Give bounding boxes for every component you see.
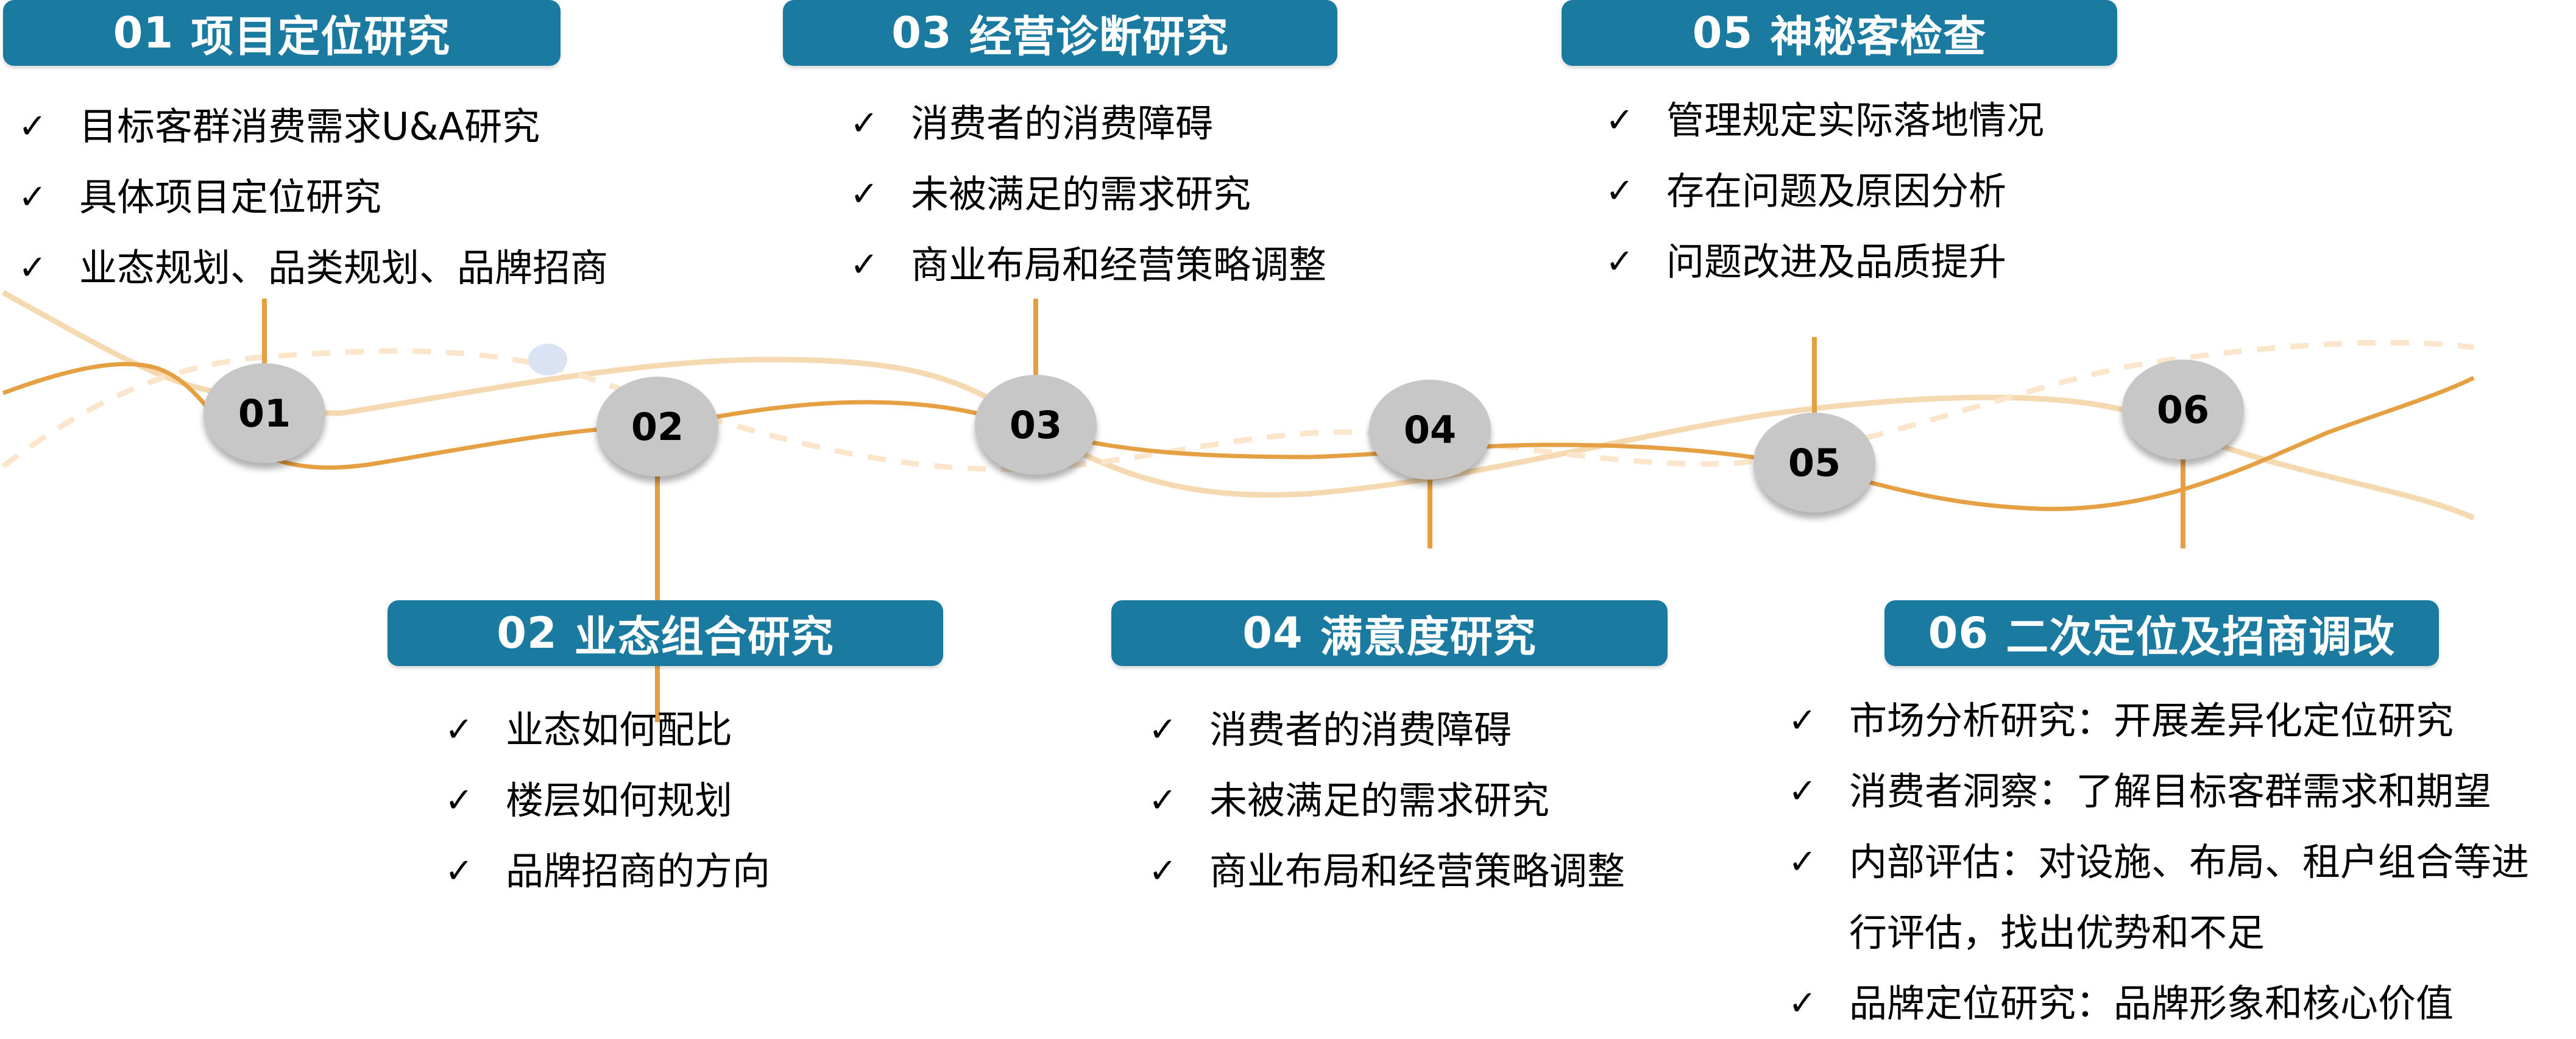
list-item: ✓市场分析研究：开展差异化定位研究	[1788, 686, 2529, 756]
section-number: 06	[1928, 608, 1989, 658]
connector-01	[262, 299, 267, 372]
check-icon: ✓	[1148, 710, 1177, 750]
section-header-02: 02 业态组合研究	[387, 600, 943, 666]
list-item: ✓业态规划、品类规划、品牌招商	[18, 233, 608, 303]
check-icon: ✓	[1788, 842, 1817, 882]
list-item: ✓消费者洞察：了解目标客群需求和期望	[1788, 756, 2529, 827]
check-icon: ✓	[1605, 101, 1634, 140]
timeline-node-02: 02	[596, 377, 718, 477]
list-item: ✓问题改进及品质提升	[1605, 227, 2044, 297]
list-item: ✓商业布局和经营策略调整	[850, 230, 1326, 300]
check-icon: ✓	[850, 174, 879, 214]
section-number: 05	[1692, 8, 1753, 58]
timeline-node-06: 06	[2122, 360, 2244, 459]
section-header-03: 03 经营诊断研究	[783, 0, 1337, 66]
check-icon: ✓	[1788, 701, 1817, 740]
section-title: 满意度研究	[1320, 611, 1537, 662]
check-icon: ✓	[445, 851, 473, 891]
check-icon: ✓	[1788, 771, 1817, 811]
wave-dashed-line	[1, 339, 2474, 472]
section-number: 02	[497, 608, 557, 658]
list-item: ✓品牌招商的方向	[445, 836, 770, 907]
list-item: ✓管理规定实际落地情况	[1605, 85, 2044, 156]
list-item: ✓业态如何配比	[445, 695, 770, 765]
section-title: 神秘客检查	[1770, 11, 1987, 62]
check-icon: ✓	[1148, 781, 1177, 820]
list-item: ✓存在问题及原因分析	[1605, 156, 2044, 227]
list-item: ✓消费者的消费障碍	[850, 88, 1326, 159]
check-icon: ✓	[850, 104, 879, 143]
list-item: ✓消费者的消费障碍	[1148, 695, 1625, 765]
check-icon: ✓	[850, 245, 879, 285]
section-list-05: ✓管理规定实际落地情况 ✓存在问题及原因分析 ✓问题改进及品质提升	[1605, 85, 2044, 297]
list-item: ✓内部评估：对设施、布局、租户组合等进	[1788, 827, 2529, 898]
check-icon: ✓	[445, 781, 473, 820]
check-icon: ✓	[1148, 851, 1177, 891]
timeline-node-01: 01	[203, 363, 325, 463]
list-item: ✓品牌定位研究：品牌形象和核心价值	[1788, 968, 2529, 1039]
check-icon: ✓	[1788, 984, 1817, 1023]
check-icon: ✓	[18, 107, 47, 146]
list-item: ✓楼层如何规划	[445, 765, 770, 836]
section-header-06: 06 二次定位及招商调改	[1884, 600, 2439, 666]
section-list-02: ✓业态如何配比 ✓楼层如何规划 ✓品牌招商的方向	[445, 695, 770, 907]
timeline-node-03: 03	[975, 375, 1097, 475]
check-icon: ✓	[445, 710, 473, 750]
list-item: ✓未被满足的需求研究	[1148, 765, 1625, 836]
check-icon: ✓	[18, 248, 47, 288]
check-icon: ✓	[1605, 242, 1634, 282]
timeline-node-05: 05	[1753, 413, 1875, 512]
check-icon: ✓	[18, 177, 47, 217]
section-list-01: ✓目标客群消费需求U&A研究 ✓具体项目定位研究 ✓业态规划、品类规划、品牌招商	[18, 91, 608, 303]
section-list-06: ✓市场分析研究：开展差异化定位研究 ✓消费者洞察：了解目标客群需求和期望 ✓内部…	[1788, 686, 2529, 1039]
section-title: 项目定位研究	[191, 11, 451, 62]
timeline-node-04: 04	[1369, 380, 1491, 480]
list-item: ✓未被满足的需求研究	[850, 159, 1326, 230]
section-header-04: 04 满意度研究	[1111, 600, 1668, 666]
list-item: ✓目标客群消费需求U&A研究	[18, 91, 608, 162]
check-icon: ✓	[1605, 171, 1634, 211]
connector-05	[1812, 337, 1817, 416]
section-number: 04	[1242, 608, 1303, 658]
section-number: 03	[891, 8, 952, 58]
wave-dark-line	[2, 361, 2475, 511]
section-list-03: ✓消费者的消费障碍 ✓未被满足的需求研究 ✓商业布局和经营策略调整	[850, 88, 1326, 300]
section-number: 01	[113, 8, 174, 58]
connector-02	[655, 472, 660, 722]
section-title: 经营诊断研究	[969, 11, 1229, 62]
section-title: 二次定位及招商调改	[2006, 611, 2396, 662]
connector-06	[2181, 454, 2185, 548]
list-item: ✓具体项目定位研究	[18, 162, 608, 233]
section-header-01: 01 项目定位研究	[3, 0, 561, 66]
connector-04	[1428, 475, 1432, 548]
decorative-dot	[528, 344, 567, 375]
section-title: 业态组合研究	[574, 611, 834, 662]
connector-03	[1033, 299, 1038, 378]
list-item: ✓商业布局和经营策略调整	[1148, 836, 1625, 907]
wave-light-line	[1, 290, 2475, 521]
section-header-05: 05 神秘客检查	[1562, 0, 2117, 66]
section-list-04: ✓消费者的消费障碍 ✓未被满足的需求研究 ✓商业布局和经营策略调整	[1148, 695, 1625, 907]
list-item-continuation: 行评估，找出优势和不足	[1849, 910, 2265, 955]
